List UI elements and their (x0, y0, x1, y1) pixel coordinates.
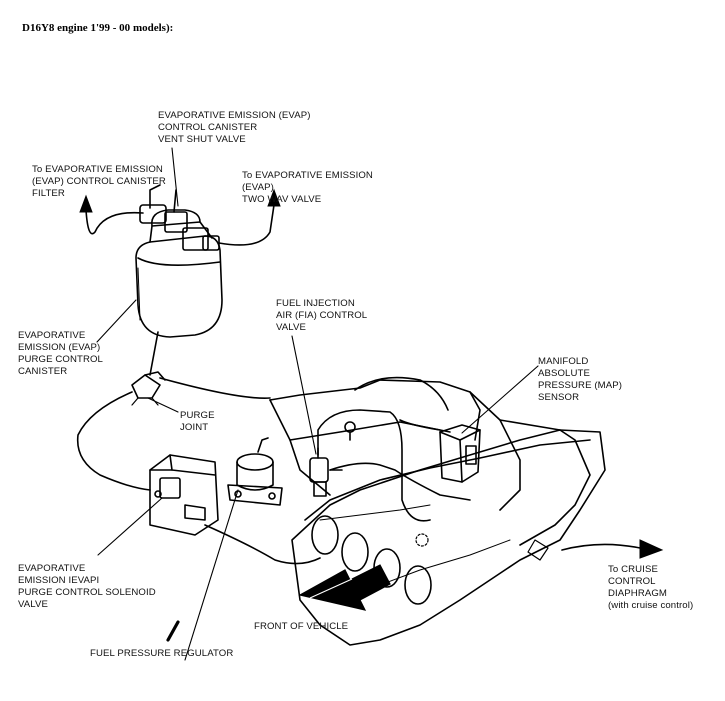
hose-solenoid-to-manifold (204, 524, 321, 565)
label-vent-shut-valve: EVAPORATIVE EMISSION (EVAP) CONTROL CANI… (158, 110, 311, 146)
front-of-vehicle-arrow (298, 564, 391, 611)
label-line: (EVAP) CONTROL CANISTER (32, 176, 166, 187)
label-line: To EVAPORATIVE EMISSION (242, 170, 373, 181)
hose-cruise (561, 543, 641, 551)
hose-map-sensor (399, 419, 441, 431)
label-line: CONTROL CANISTER (158, 122, 258, 133)
hose-fia-loop (317, 409, 431, 522)
label-line: SENSOR (538, 392, 580, 403)
hose-map-loop (329, 462, 471, 501)
title-prefix: D16Y8 engine 1 (22, 22, 96, 34)
hose-manifold-back (354, 376, 449, 411)
label-purge-canister: EVAPORATIVE EMISSION (EVAP) PURGE CONTRO… (18, 330, 103, 378)
label-line: EVAPORATIVE EMISSION (EVAP) (158, 110, 311, 121)
label-line: FUEL INJECTION (276, 298, 355, 309)
label-line: PURGE (180, 410, 215, 421)
label-line: To CRUISE (608, 564, 658, 575)
label-purge-joint: PURGE JOINT (180, 410, 215, 434)
label-line: EVAPORATIVE (18, 330, 86, 341)
page-title: D16Y8 engine 1'99 - 00 models): (22, 22, 173, 34)
title-years: '99 - 00 (95, 22, 131, 34)
label-line: EVAPORATIVE (18, 563, 86, 574)
intake-port-2 (341, 532, 369, 572)
label-purge-solenoid: EVAPORATIVE EMISSION IEVAPI PURGE CONTRO… (18, 563, 156, 611)
title-suffix: models): (130, 22, 174, 34)
label-cruise-diaphragm: To CRUISE CONTROL DIAPHRAGM (with cruise… (608, 564, 693, 612)
intake-port-4 (404, 565, 432, 605)
evap-canister-drawing (135, 184, 223, 338)
label-front-of-vehicle: FRONT OF VEHICLE (254, 621, 349, 632)
label-line: (with cruise control) (608, 600, 694, 611)
label-map-sensor: MANIFOLD ABSOLUTE PRESSURE (MAP) SENSOR (538, 356, 622, 404)
label-line: VALVE (276, 322, 307, 333)
label-line: MANIFOLD (538, 356, 589, 367)
label-canister-filter: To EVAPORATIVE EMISSION (EVAP) CONTROL C… (32, 164, 166, 200)
label-line: VENT SHUT VALVE (158, 134, 246, 145)
label-line: CANISTER (18, 366, 68, 377)
label-line: PURGE CONTROL (18, 354, 103, 365)
label-line: (EVAP) (242, 182, 274, 193)
hose-to-purge-joint (149, 331, 159, 376)
label-line: PURGE CONTROL SOLENOID (18, 587, 156, 598)
regulator-leader-thick (166, 620, 180, 642)
label-fuel-pressure-regulator: FUEL PRESSURE REGULATOR (90, 648, 234, 659)
arrow-two-way-valve (267, 188, 281, 207)
label-line: PRESSURE (MAP) (538, 380, 623, 391)
label-line: AIR (FIA) CONTROL (276, 310, 368, 321)
label-line: To EVAPORATIVE EMISSION (32, 164, 163, 175)
label-line: CONTROL (608, 576, 656, 587)
arrow-canister-filter (79, 194, 93, 213)
label-line: DIAPHRAGM (608, 588, 668, 599)
purge-solenoid-drawing (149, 454, 219, 536)
label-line: FILTER (32, 188, 65, 199)
intake-port-1 (311, 515, 339, 555)
label-line: EMISSION IEVAPI (18, 575, 100, 586)
hose-to-two-way-valve (218, 204, 275, 246)
label-line: VALVE (18, 599, 49, 610)
label-line: JOINT (180, 422, 209, 433)
arrow-cruise (639, 539, 664, 559)
fuel-pressure-regulator-drawing (227, 437, 283, 506)
label-fia-valve: FUEL INJECTION AIR (FIA) CONTROL VALVE (276, 298, 367, 334)
label-line: EMISSION (EVAP) (18, 342, 101, 353)
purge-joint-drawing (131, 371, 166, 406)
label-line: TWO WAV VALVE (242, 194, 322, 205)
map-sensor-drawing (344, 421, 481, 483)
intake-manifold (269, 379, 606, 646)
label-line: ABSOLUTE (538, 368, 590, 379)
hose-joint-upper (159, 377, 271, 399)
hose-joint-to-solenoid (76, 391, 151, 491)
hose-to-canister-filter (85, 209, 144, 235)
leader-lines (96, 147, 539, 661)
label-two-way-valve: To EVAPORATIVE EMISSION (EVAP) TWO WAV V… (242, 170, 373, 206)
fia-valve-drawing (309, 447, 343, 497)
